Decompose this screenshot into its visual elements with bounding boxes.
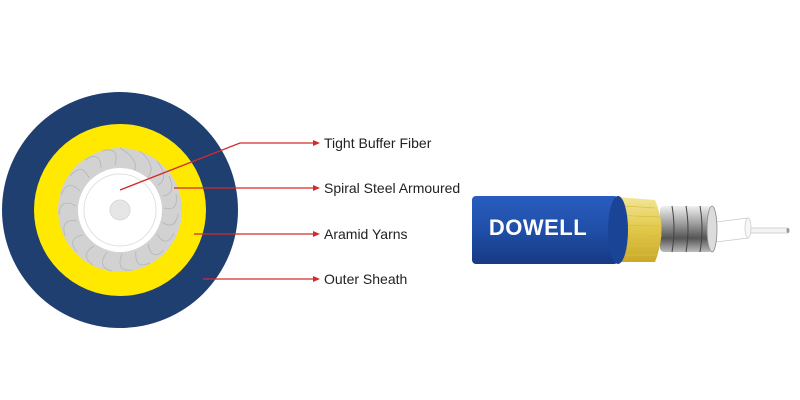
leader-lines [119,142,316,280]
label-spiral-steel-armoured: Spiral Steel Armoured [324,180,461,196]
cross-section [2,92,238,328]
cable-illustration [472,196,790,264]
label-outer-sheath: Outer Sheath [324,271,408,287]
fiber-core [109,199,131,221]
arrowheads [313,140,320,282]
spiral-lines [58,147,179,272]
brand-logo: DOWELL [488,215,588,240]
label-tight-buffer-fiber: Tight Buffer Fiber [324,135,432,151]
label-aramid-yarns: Aramid Yarns [324,226,408,242]
